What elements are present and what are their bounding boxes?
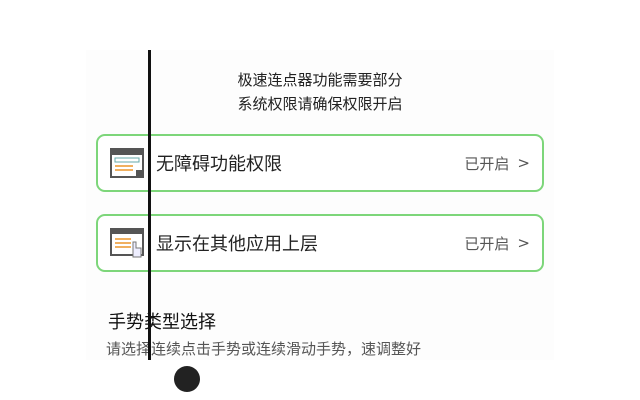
accessibility-permission-row[interactable]: 无障碍功能权限 已开启 > [96, 134, 544, 192]
gesture-type-description: 请选择连续点击手势或连续滑动手势，速调整好 [106, 340, 422, 358]
chevron-right-icon: > [517, 234, 530, 252]
permission-label: 显示在其他应用上层 [156, 234, 318, 255]
permission-label: 无障碍功能权限 [156, 154, 282, 175]
overlay-permission-row[interactable]: 显示在其他应用上层 已开启 > [96, 214, 544, 272]
news-icon [110, 148, 144, 178]
swipe-track-line [148, 50, 151, 360]
chevron-right-icon: > [517, 154, 530, 172]
intro-line-1: 极速连点器功能需要部分 [237, 71, 403, 89]
permission-status: 已开启 [464, 154, 510, 173]
intro-line-2: 系统权限请确保权限开启 [237, 95, 403, 113]
permission-panel: 极速连点器功能需要部分 系统权限请确保权限开启 无障碍功能权限 已开启 > 显示… [86, 50, 554, 360]
intro-text: 极速连点器功能需要部分 系统权限请确保权限开启 [86, 68, 554, 116]
permission-status: 已开启 [464, 234, 510, 253]
gesture-type-title: 手势类型选择 [108, 312, 216, 333]
overlay-window-icon [110, 228, 144, 258]
touch-point-dot[interactable] [174, 366, 200, 392]
